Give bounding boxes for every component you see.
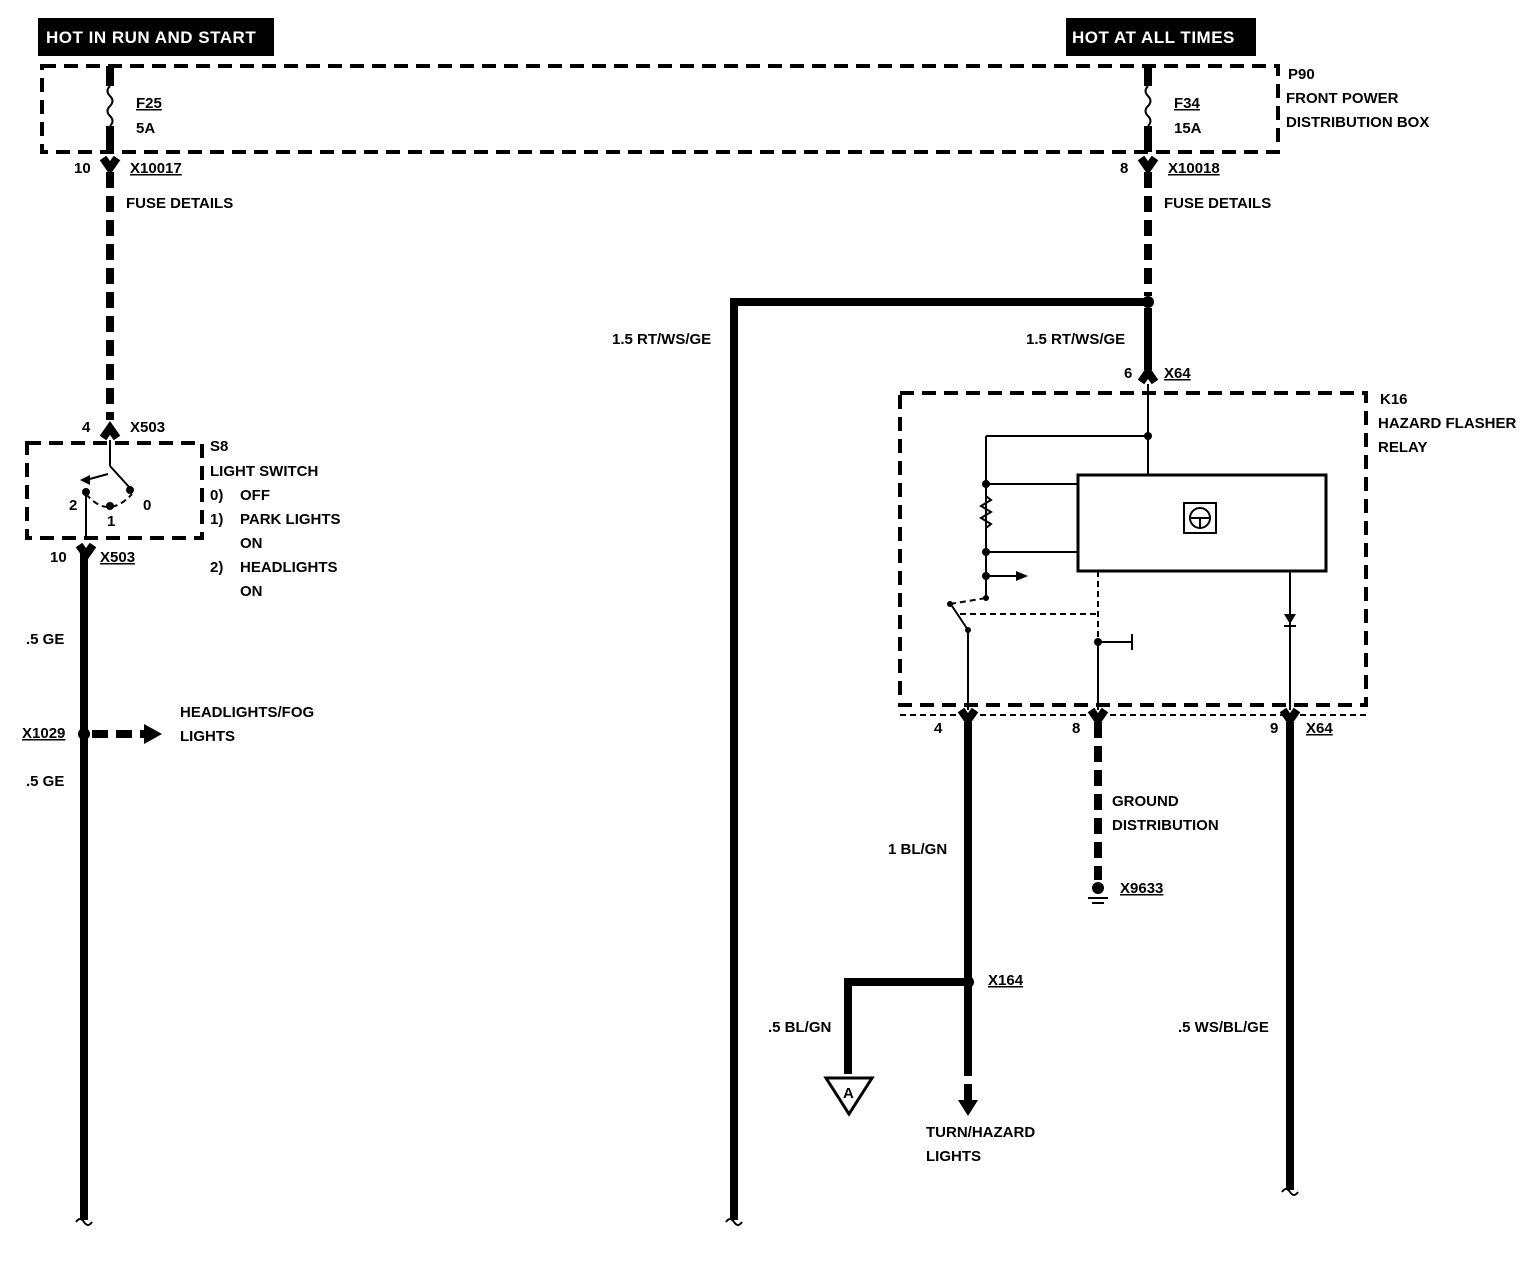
wire-label-switch-out-1: .5 GE <box>26 631 64 648</box>
fuse-f34-rating: 15A <box>1174 120 1202 137</box>
fuse-f25-rating: 5A <box>136 120 155 137</box>
splice-x1029: X1029 HEADLIGHTS/FOG LIGHTS <box>22 704 314 745</box>
wire-label-switch-out-2: .5 GE <box>26 773 64 790</box>
switch-legend-text-1: PARK LIGHTS <box>240 511 341 528</box>
switch-legend-text-3: HEADLIGHTS <box>240 559 338 576</box>
wire-label-relay-pin4: 1 BL/GN <box>888 841 947 858</box>
relay-pin-4-label: 4 <box>934 720 943 737</box>
hazard-flasher-relay-k16: K16 HAZARD FLASHER RELAY <box>898 384 1516 710</box>
switch-legend-num-3: 2) <box>210 559 223 576</box>
relay-pin-9: 9 X64 <box>1270 707 1333 737</box>
switch-legend: 0) OFF 1) PARK LIGHTS ON 2) HEADLIGHTS O… <box>210 487 341 600</box>
light-switch-s8: 2 1 0 S8 LIGHT SWITCH <box>25 438 318 540</box>
offpage-connector-a: A <box>823 1076 875 1117</box>
splice-x164-label: X164 <box>988 972 1024 989</box>
header-hot-at-all-times: HOT AT ALL TIMES <box>1066 18 1256 56</box>
switch-pos-0: 0 <box>143 497 151 514</box>
header-right-label: HOT AT ALL TIMES <box>1072 28 1235 47</box>
fuse-f34: F34 15A <box>1144 66 1202 152</box>
offpage-connector-a-label: A <box>843 1085 854 1102</box>
ground-connector-label: X9633 <box>1120 880 1163 897</box>
wire-end-left <box>75 1218 93 1226</box>
connector-x503-out: 10 X503 <box>50 542 135 566</box>
switch-out-connector: X503 <box>100 549 135 566</box>
fuse-f25: F25 5A <box>106 66 162 152</box>
wire-end-pin9 <box>1281 1188 1299 1196</box>
header-left-label: HOT IN RUN AND START <box>46 28 256 47</box>
splice-x1029-label: X1029 <box>22 725 65 742</box>
connector-x64-in: 6 X64 <box>1124 365 1191 385</box>
switch-legend-num-1: 1) <box>210 511 223 528</box>
power-box-name-1: FRONT POWER <box>1286 90 1399 107</box>
connector-x10018-pin: 8 <box>1120 160 1128 177</box>
switch-out-pin: 10 <box>50 549 67 566</box>
relay-in-connector: X64 <box>1164 365 1191 382</box>
splice-x164: X164 <box>962 972 1024 989</box>
relay-name-2: RELAY <box>1378 439 1427 456</box>
arrow-turn-hazard <box>958 1100 978 1116</box>
relay-in-pin: 6 <box>1124 365 1132 382</box>
switch-id: S8 <box>210 438 228 455</box>
fuse-right-details: FUSE DETAILS <box>1164 195 1271 212</box>
turn-hazard-dest-1: TURN/HAZARD <box>926 1124 1035 1141</box>
switch-legend-text-0: OFF <box>240 487 270 504</box>
ground-label-2: DISTRIBUTION <box>1112 817 1219 834</box>
connector-x503-in: 4 X503 <box>82 419 165 441</box>
headlights-dest-2: LIGHTS <box>180 728 235 745</box>
header-hot-in-run-and-start: HOT IN RUN AND START <box>38 18 274 56</box>
power-distribution-box: P90 FRONT POWER DISTRIBUTION BOX <box>40 64 1429 154</box>
connector-x10017-label: X10017 <box>130 160 182 177</box>
fuse-left-details: FUSE DETAILS <box>126 195 233 212</box>
switch-pos-2: 2 <box>69 497 77 514</box>
switch-legend-text-4: ON <box>240 583 263 600</box>
switch-legend-text-2: ON <box>240 535 263 552</box>
switch-pos-1: 1 <box>107 513 115 530</box>
relay-pin-4: 4 <box>934 707 979 737</box>
relay-pin-8: 8 <box>1072 707 1109 737</box>
connector-x10018-label: X10018 <box>1168 160 1220 177</box>
connector-x10017: 10 X10017 FUSE DETAILS <box>74 155 233 212</box>
power-box-name-2: DISTRIBUTION BOX <box>1286 114 1429 131</box>
relay-name-1: HAZARD FLASHER <box>1378 415 1516 432</box>
turn-hazard-dest-2: LIGHTS <box>926 1148 981 1165</box>
fuse-f25-id: F25 <box>136 95 162 112</box>
relay-out-connector: X64 <box>1306 720 1333 737</box>
relay-id: K16 <box>1380 391 1408 408</box>
ground-label-1: GROUND <box>1112 793 1179 810</box>
wire-end-branch <box>725 1218 743 1226</box>
ground-icon <box>1088 882 1108 904</box>
switch-in-connector: X503 <box>130 419 165 436</box>
fuse-f34-id: F34 <box>1174 95 1201 112</box>
relay-pin-8-label: 8 <box>1072 720 1080 737</box>
connector-x10018: 8 X10018 FUSE DETAILS <box>1120 155 1271 212</box>
headlights-dest-1: HEADLIGHTS/FOG <box>180 704 314 721</box>
wire-label-relay-pin9: .5 WS/BL/GE <box>1178 1019 1269 1036</box>
switch-legend-num-0: 0) <box>210 487 223 504</box>
switch-in-pin: 4 <box>82 419 91 436</box>
switch-name: LIGHT SWITCH <box>210 463 318 480</box>
relay-pin-9-label: 9 <box>1270 720 1278 737</box>
power-box-id: P90 <box>1288 66 1315 83</box>
wire-label-branch-left: 1.5 RT/WS/GE <box>612 331 711 348</box>
connector-x10017-pin: 10 <box>74 160 91 177</box>
wire-label-splice-branch: .5 BL/GN <box>768 1019 831 1036</box>
wire-label-relay-feed: 1.5 RT/WS/GE <box>1026 331 1125 348</box>
wire-splice-branch <box>844 978 964 1074</box>
wire-branch-left <box>730 298 1148 1220</box>
